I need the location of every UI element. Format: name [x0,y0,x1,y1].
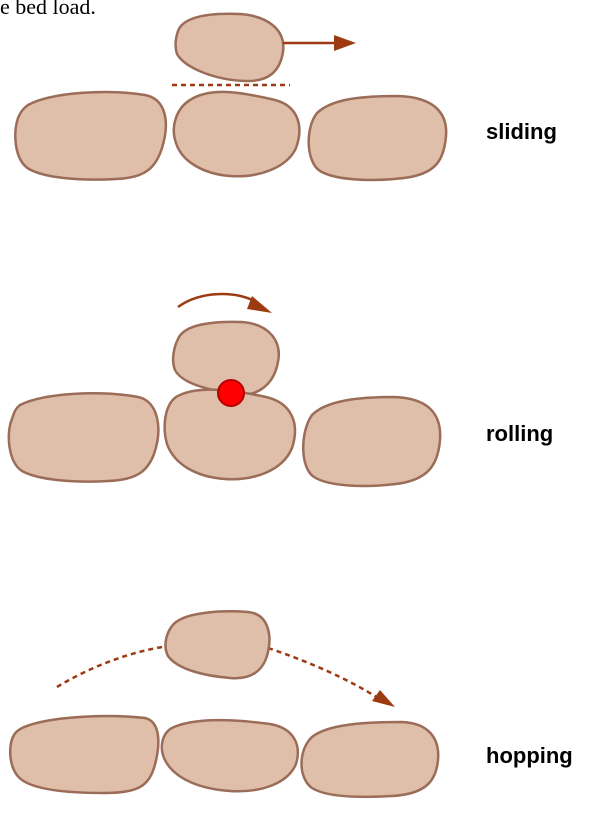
sliding-panel: sliding [14,12,557,182]
rolling-rotation-arrow [177,292,259,309]
rolling-bed-grain-middle [163,388,297,481]
rolling-bed-grain-right [302,395,442,488]
caption-text: e bed load. [0,0,96,19]
hopping-trajectory-left [56,644,169,689]
hopping-arrow-head [372,690,395,707]
sliding-bed-grain-left [14,90,168,181]
sliding-bed-grain-middle [172,90,301,178]
rolling-moving-grain [171,320,280,396]
hopping-trajectory-right [267,646,379,700]
hopping-label: hopping [486,743,573,768]
rolling-contact-point [217,379,245,407]
rolling-panel: rolling [7,292,553,488]
rolling-arrow-head [247,296,272,313]
sliding-bed-grain-right [307,94,448,182]
hopping-panel: hopping [8,610,573,799]
hopping-bed-grain-right [300,720,440,799]
hopping-bed-grain-left [8,714,160,795]
sliding-moving-grain [174,12,285,83]
hopping-moving-grain [164,610,271,680]
rolling-bed-grain-left [7,392,160,483]
hopping-bed-grain-middle [160,719,299,793]
sliding-label: sliding [486,119,557,144]
rolling-label: rolling [486,421,553,446]
sliding-arrow-head [334,35,356,51]
